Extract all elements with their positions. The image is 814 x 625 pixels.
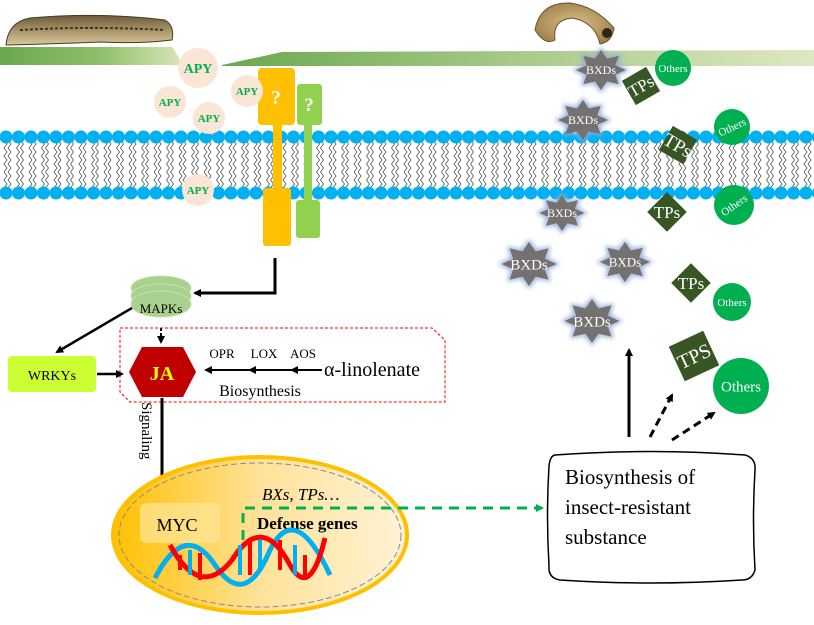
apy-elicitor: APY xyxy=(178,48,218,88)
receptor-question-mark: ? xyxy=(304,95,314,116)
dna-helix-icon xyxy=(152,527,333,587)
bxd-label: BXDs xyxy=(510,257,548,273)
tp-label: TPs xyxy=(678,274,704,293)
grub-larva-image xyxy=(534,2,615,45)
bxd-label: BXDs xyxy=(586,63,616,77)
other-compound: Others xyxy=(655,50,691,86)
bxd-label: BXDs xyxy=(609,255,642,270)
bxd-compound: BXDs xyxy=(560,296,624,346)
defense-genes-label: Defense genes xyxy=(257,514,358,533)
myc-box xyxy=(140,503,220,543)
biosynthesis-label: Biosynthesis xyxy=(219,383,301,400)
tp-compound: TPs xyxy=(647,192,687,232)
output-to-tps-arrow xyxy=(648,393,674,438)
other-label: Others xyxy=(721,379,761,395)
tp-compound: TPS xyxy=(668,330,720,382)
leaf-surface xyxy=(0,47,814,66)
wrky-label: WRKYs xyxy=(28,369,76,384)
bxd-compound: BXDs xyxy=(596,239,654,285)
apy-elicitor: APY xyxy=(154,86,186,118)
output-line-2: insect-resistant xyxy=(565,495,691,519)
enzyme-opr-label: OPR xyxy=(209,346,235,361)
other-compound: Others xyxy=(714,185,754,225)
receptor-question-mark: ? xyxy=(271,87,281,109)
receptor-green: ? xyxy=(296,84,322,238)
ja-label: JA xyxy=(150,363,175,385)
mapk-label: MAPKs xyxy=(140,301,183,316)
apy-label: APY xyxy=(187,185,210,197)
apy-elicitor: APY xyxy=(231,75,263,107)
tp-compound: TPs xyxy=(671,263,711,303)
apy-label: APY xyxy=(159,97,182,109)
receptor-orange: ? xyxy=(258,68,295,246)
bxd-label: BXDs xyxy=(547,206,577,220)
tp-label: TPs xyxy=(625,72,657,102)
target-genes-label: BXs, TPs… xyxy=(262,485,339,504)
ja-node: JA xyxy=(129,347,196,397)
apy-elicitor: APY xyxy=(193,102,225,134)
other-compound: Others xyxy=(713,358,769,414)
tp-compound: TPs xyxy=(621,66,661,106)
receptor-to-mapk-arrow xyxy=(193,258,277,297)
output-to-others-arrow xyxy=(671,411,716,442)
other-label: Others xyxy=(658,63,687,75)
tp-label: TPs xyxy=(654,203,680,222)
bxd-compound: BXDs xyxy=(572,47,630,93)
other-label: Others xyxy=(717,297,746,309)
wrky-node: WRKYs xyxy=(8,356,96,392)
other-compound: Others xyxy=(713,283,751,321)
bxd-compound: BXDs xyxy=(497,239,561,289)
bxd-label: BXDs xyxy=(568,113,598,127)
apy-label: APY xyxy=(236,86,259,98)
myc-label: MYC xyxy=(156,515,197,535)
signaling-label: Signaling xyxy=(138,402,154,460)
nucleus: MYC BXs, TPs… Defense genes xyxy=(111,455,409,615)
apy-label: APY xyxy=(184,62,213,77)
apy-elicitors: APY APY APY APY APY xyxy=(154,48,263,206)
apy-label: APY xyxy=(198,113,221,125)
bxd-compound: BXDs xyxy=(554,97,612,143)
other-compound: Others xyxy=(714,109,750,145)
bxd-label: BXDs xyxy=(573,314,611,330)
enzyme-aos-label: AOS xyxy=(290,346,316,361)
apy-elicitor: APY xyxy=(182,174,214,206)
caterpillar-image xyxy=(5,14,174,46)
alpha-linolenate-label: α-linolenate xyxy=(324,359,420,381)
output-line-3: substance xyxy=(565,525,647,549)
enzyme-lox-label: LOX xyxy=(251,346,278,361)
ja-biosynthesis-box xyxy=(119,327,446,403)
output-line-1: Biosynthesis of xyxy=(565,465,695,489)
bxd-compound: BXDs xyxy=(535,192,589,234)
mapk-node: MAPKs xyxy=(130,275,192,318)
biosynthesis-output-box: Biosynthesis of insect-resistant substan… xyxy=(546,450,756,584)
mapk-to-wrky-arrow xyxy=(55,306,133,354)
